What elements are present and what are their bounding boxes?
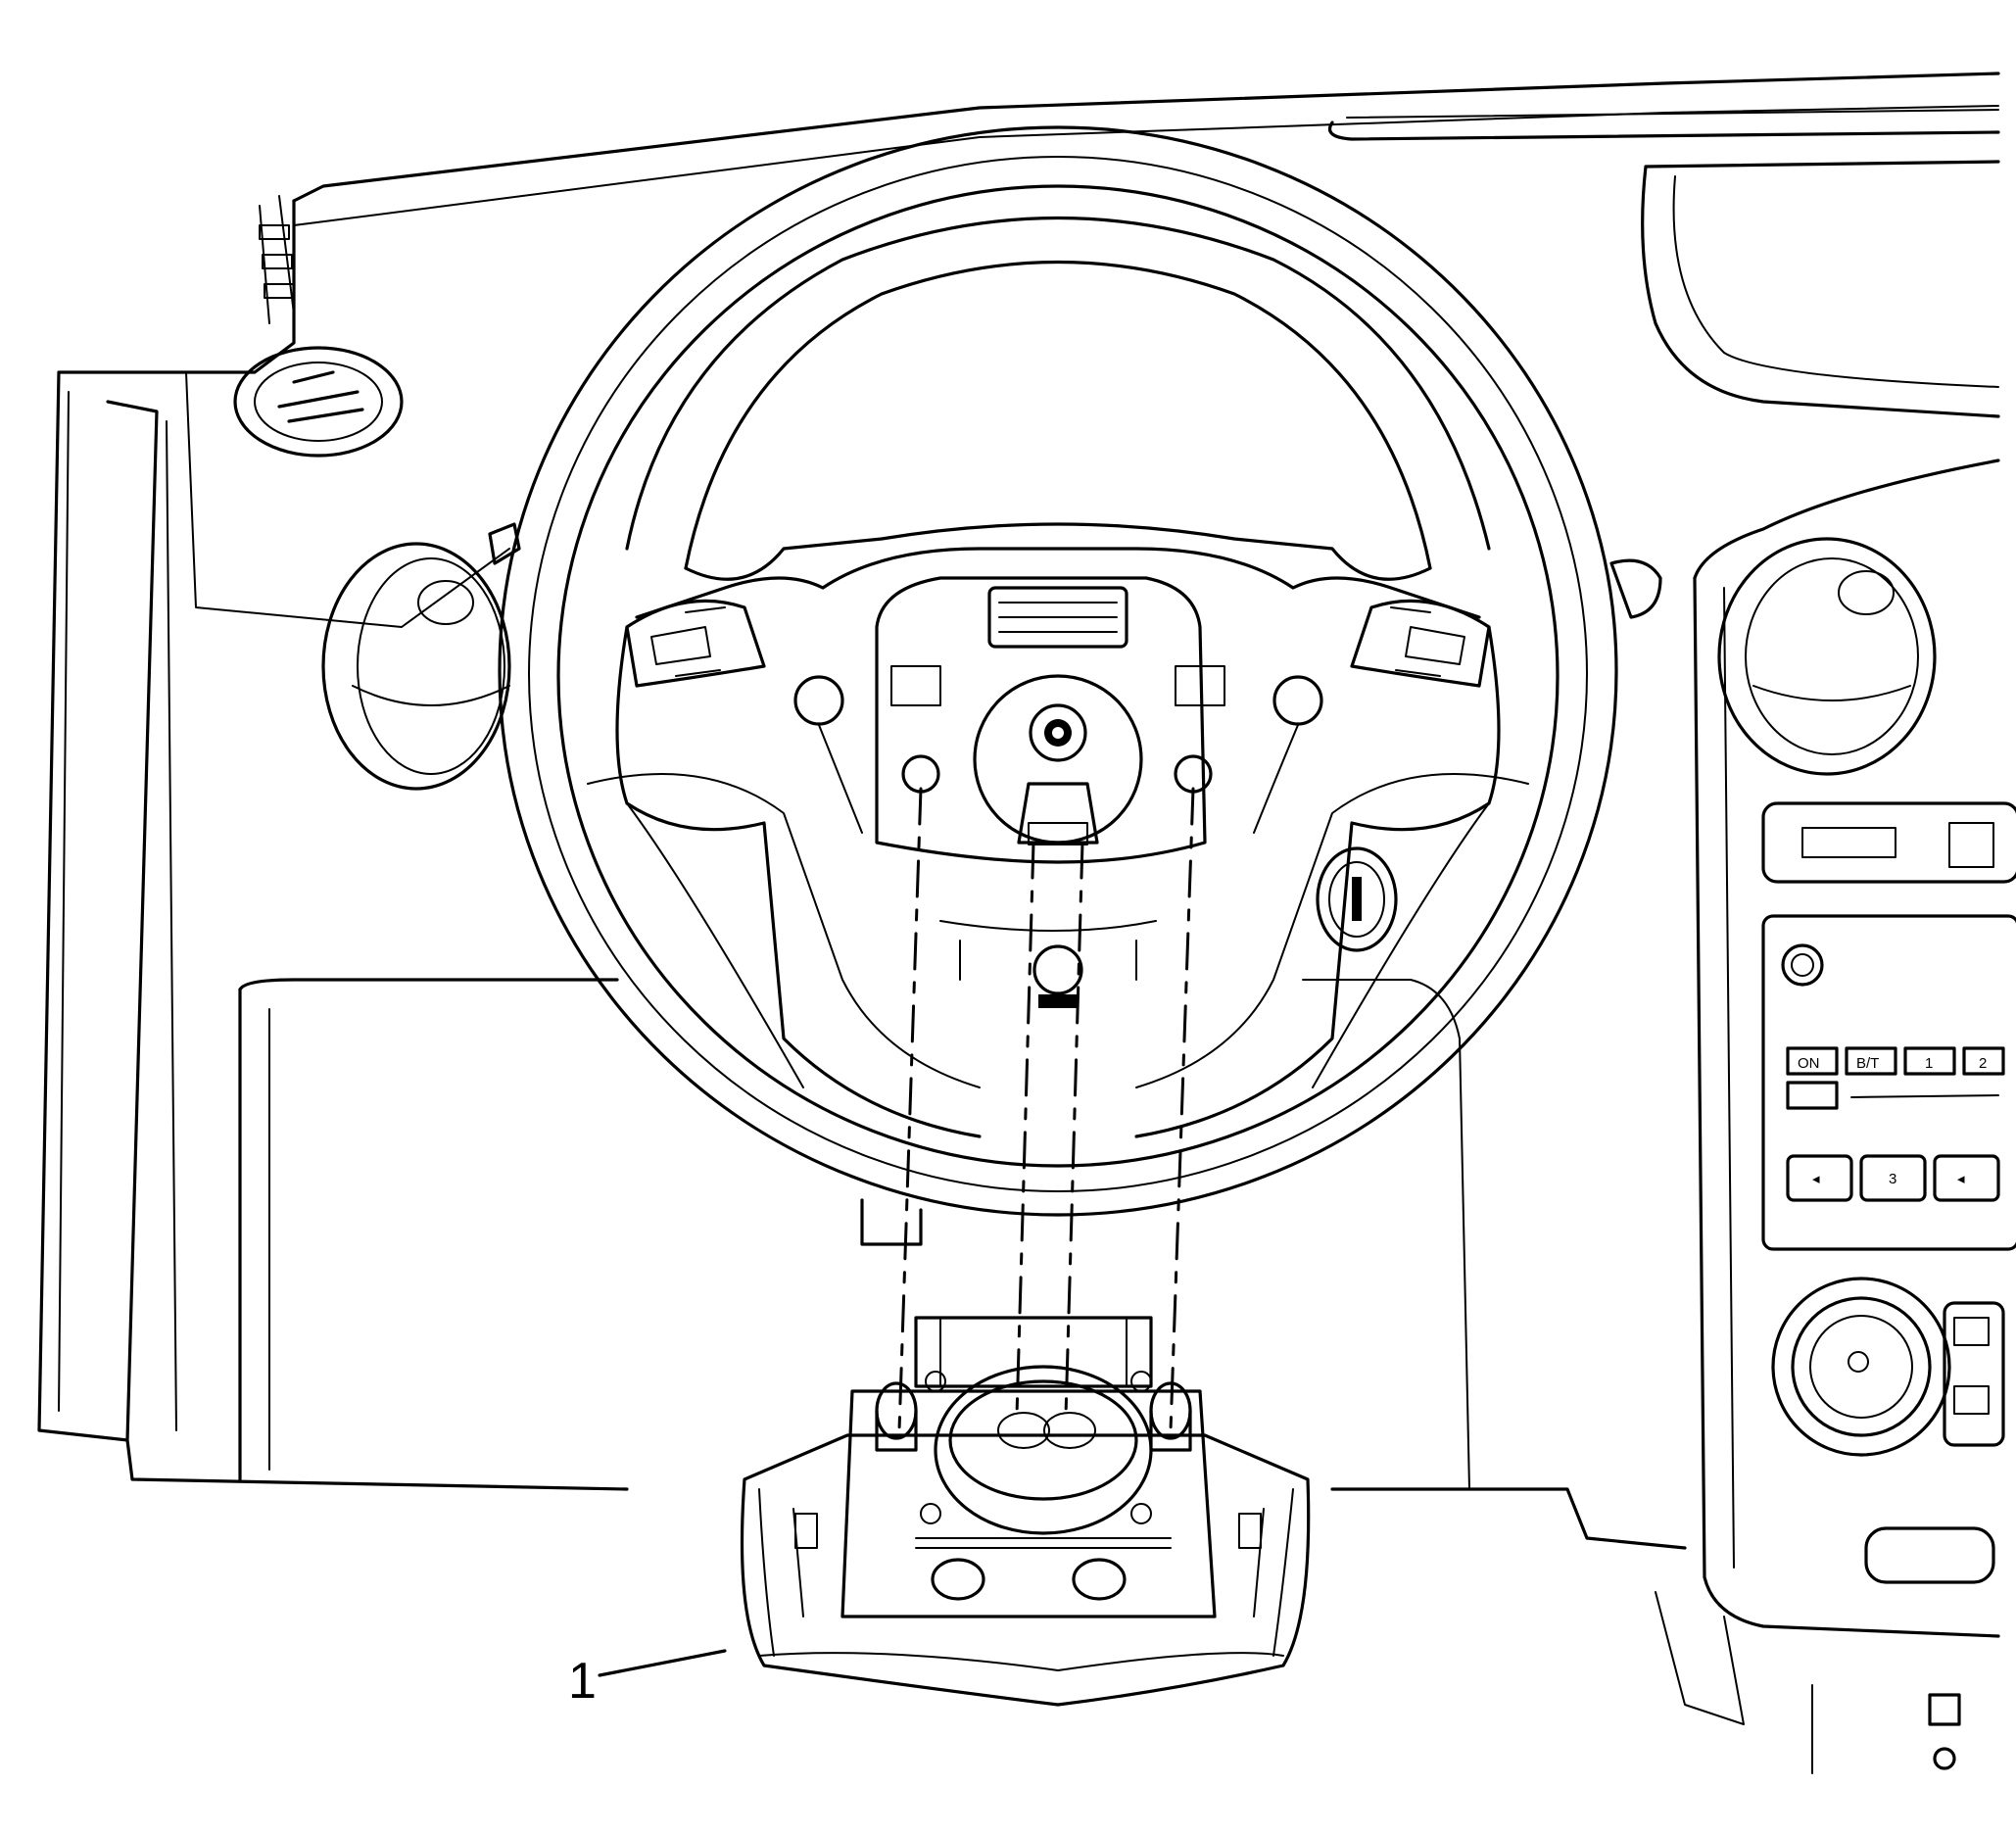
center-stack: ON B/T 1 2 ◂ 3 ◂ xyxy=(1655,459,2016,1774)
alignment-lines xyxy=(897,787,1195,1432)
ignition-switch xyxy=(1316,846,1398,952)
steering-hub xyxy=(875,576,1225,1008)
right-steering-switches xyxy=(1350,599,1491,688)
airbag-mounting-studs xyxy=(875,1371,1192,1452)
callout-1-number: 1 xyxy=(568,1653,597,1710)
clock-spring-connector xyxy=(987,586,1128,649)
function-button-right-label: ◂ xyxy=(1957,1171,1965,1187)
left-air-vent xyxy=(233,346,404,458)
left-steering-switches xyxy=(625,599,766,688)
radio-button-1-label: 1 xyxy=(1925,1055,1933,1072)
radio-button-2-label: 2 xyxy=(1979,1055,1987,1072)
radio-function-buttons: ◂ 3 ◂ xyxy=(1786,1154,2000,1202)
right-round-vent xyxy=(1717,537,1937,776)
radio-head-unit: ON B/T 1 2 ◂ 3 ◂ xyxy=(1761,801,2016,1251)
callout-1: 1 xyxy=(568,1649,727,1710)
driver-airbag-module xyxy=(740,1316,1311,1707)
radio-button-on-label: ON xyxy=(1798,1055,1820,1072)
hazard-switch xyxy=(1864,1526,1995,1584)
instrument-panel xyxy=(37,72,2000,1550)
left-round-vent xyxy=(321,542,511,791)
steering-wheel xyxy=(488,125,1662,1246)
function-button-middle-label: 3 xyxy=(1889,1171,1896,1187)
climate-control-knob xyxy=(1771,1277,2005,1457)
left-mounting-hole xyxy=(901,754,940,794)
radio-preset-buttons: ON B/T 1 2 xyxy=(1786,1046,2005,1076)
function-button-left-label: ◂ xyxy=(1812,1171,1820,1187)
radio-button-bt-label: B/T xyxy=(1856,1055,1879,1072)
right-mounting-hole xyxy=(1174,754,1213,794)
